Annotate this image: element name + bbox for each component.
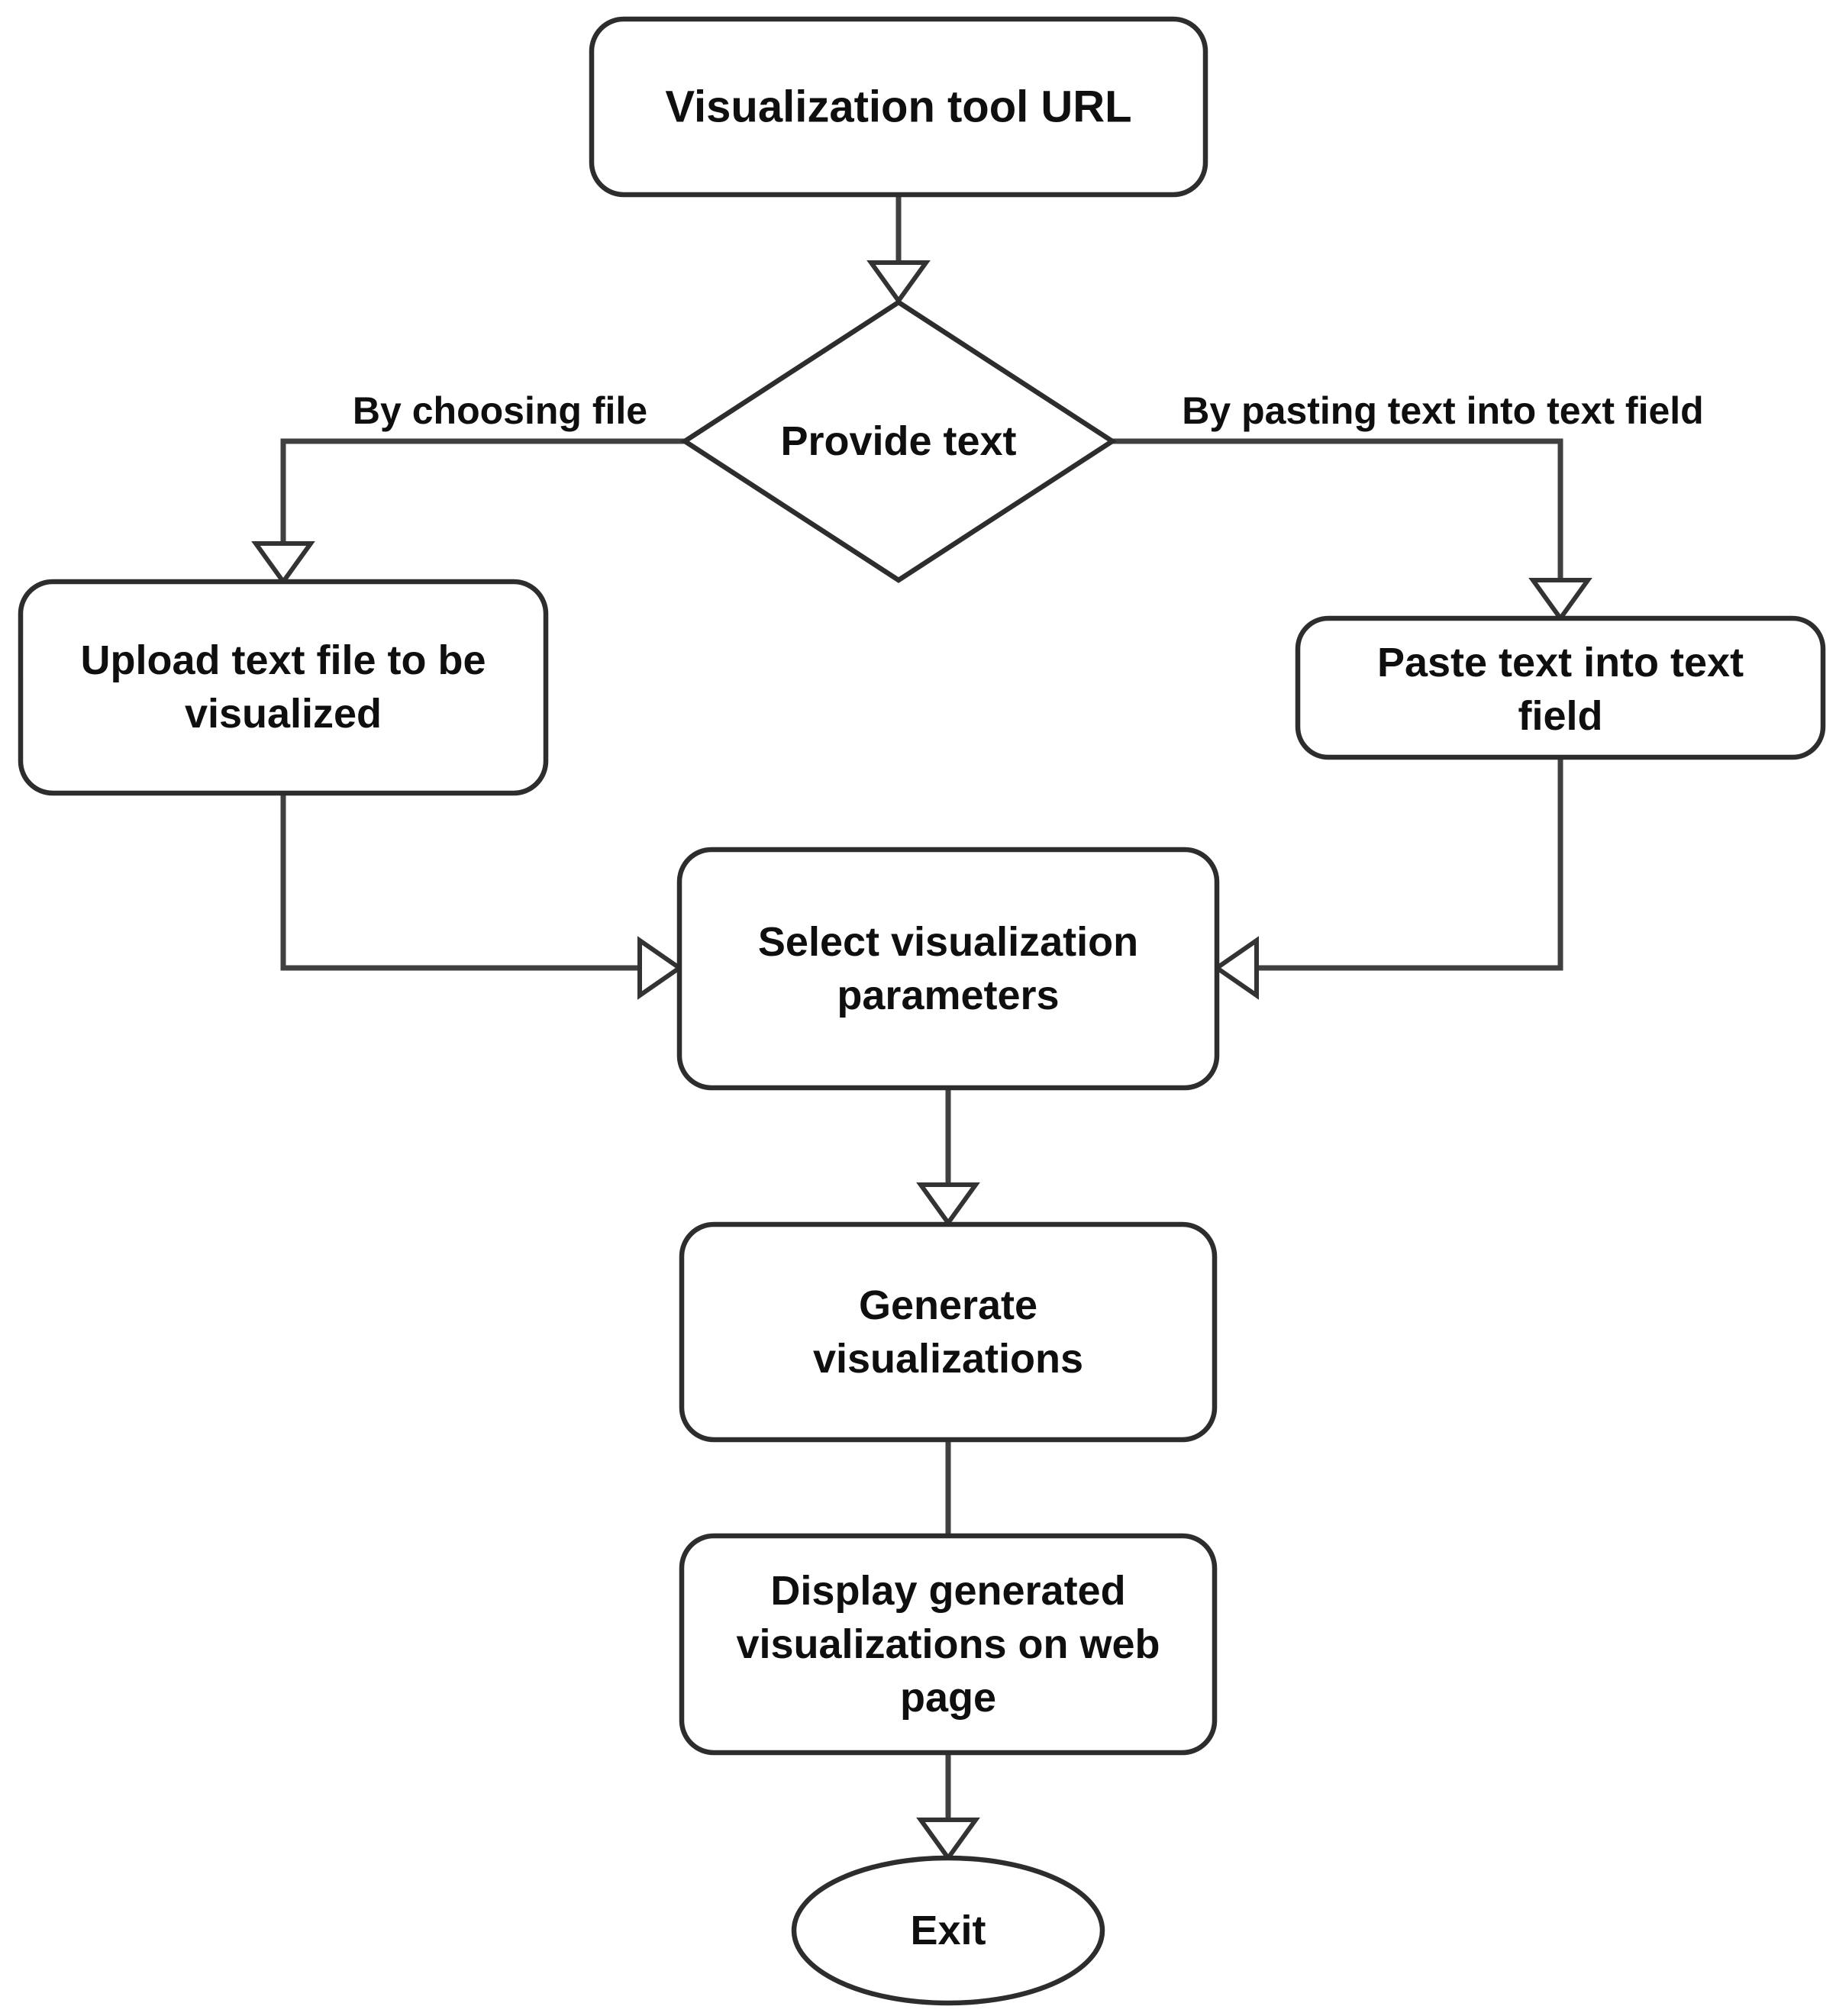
node-generate: Generate visualizations bbox=[679, 1221, 1218, 1443]
node-select: Select visualization parameters bbox=[676, 847, 1220, 1091]
select-process-shape bbox=[676, 847, 1220, 1091]
node-upload-label-line1: Upload text file to be bbox=[80, 637, 486, 683]
node-decision-label: Provide text bbox=[780, 418, 1016, 464]
node-generate-label-line1: Generate bbox=[859, 1282, 1037, 1328]
arrow-right-icon bbox=[637, 936, 684, 1000]
decision-diamond-shape bbox=[680, 299, 1117, 583]
connector-upload-to-select bbox=[280, 793, 638, 971]
node-display-label-line2: visualizations on web bbox=[736, 1621, 1160, 1667]
node-paste-label-line1: Paste text into text bbox=[1377, 640, 1744, 685]
edge-label-choose-file: By choosing file bbox=[353, 389, 647, 432]
connector-decision-to-upload bbox=[280, 438, 685, 542]
node-select-label-line1: Select visualization bbox=[758, 919, 1138, 965]
node-display-label-line1: Display generated bbox=[770, 1568, 1125, 1614]
node-display-label-line3: page bbox=[900, 1675, 996, 1721]
node-start-label: Visualization tool URL bbox=[665, 82, 1131, 132]
connector-paste-to-select bbox=[1258, 757, 1563, 971]
display-process-shape bbox=[679, 1533, 1218, 1756]
node-exit-label: Exit bbox=[910, 1908, 986, 1953]
edge-label-paste-text: By pasting text into text field bbox=[1182, 389, 1703, 432]
arrow-left-icon bbox=[1212, 936, 1259, 1000]
arrow-down-icon bbox=[1528, 578, 1592, 623]
arrow-down-icon bbox=[866, 260, 931, 305]
arrow-down-icon bbox=[916, 1182, 980, 1227]
arrow-down-icon bbox=[916, 1818, 980, 1863]
node-select-label-line2: parameters bbox=[837, 973, 1059, 1018]
node-decision: Provide text bbox=[680, 299, 1117, 583]
start-terminator-shape bbox=[589, 16, 1208, 198]
node-paste: Paste text into text field bbox=[1295, 615, 1826, 760]
node-upload-label-line2: visualized bbox=[185, 691, 382, 737]
node-exit: Exit bbox=[791, 1855, 1105, 2006]
exit-terminator-shape bbox=[791, 1855, 1105, 2006]
upload-process-shape bbox=[18, 579, 549, 796]
generate-process-shape bbox=[679, 1221, 1218, 1443]
node-start: Visualization tool URL bbox=[589, 16, 1208, 198]
connector-decision-to-paste bbox=[1112, 438, 1563, 579]
node-paste-label-line2: field bbox=[1518, 693, 1602, 739]
paste-process-shape bbox=[1295, 615, 1826, 760]
arrow-down-icon bbox=[251, 541, 315, 586]
node-upload: Upload text file to be visualized bbox=[18, 579, 549, 796]
node-generate-label-line2: visualizations bbox=[813, 1336, 1083, 1382]
node-display: Display generated visualizations on web … bbox=[679, 1533, 1218, 1756]
